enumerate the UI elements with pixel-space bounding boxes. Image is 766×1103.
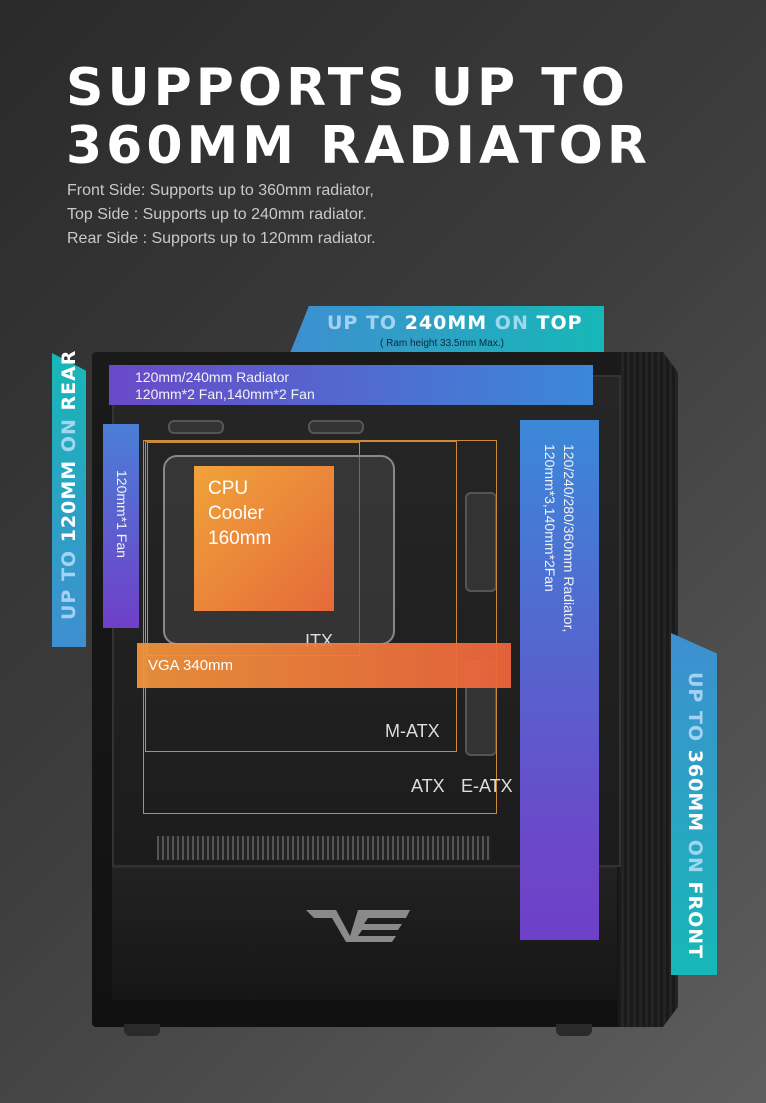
eatx-label: E-ATX [461,776,513,796]
top-radiator-zone [109,365,593,405]
case-foot-left [124,1024,160,1036]
top-capacity-text: UP TO 240MM ON TOP [327,312,583,334]
top-capacity-tag [290,306,604,353]
front-capacity-text: UP TO 360MM ON FRONT [684,672,706,960]
cpu-cooler-block [194,466,334,611]
cable-cutout-upper [465,492,497,592]
matx-board-outline [145,441,457,752]
vga-label: VGA 340mm [148,657,234,674]
description-top: Top Side : Supports up to 240mm radiator… [67,206,367,223]
page-title-line-2: 360MM RADIATOR [66,116,651,176]
front-mesh-panel [618,352,678,1027]
rear-capacity-text: UP TO 120MM ON REAR [58,349,80,620]
front-radiator-zone [520,420,599,940]
cpu-cooler-label-3: 160mm [208,528,272,549]
description-front: Front Side: Supports up to 360mm radiato… [67,182,374,199]
top-cutout-right [308,420,364,434]
description-rear: Rear Side : Supports up to 120mm radiato… [67,230,376,247]
vga-clearance-bar [137,643,511,688]
cpu-cooler-label-2: Cooler [208,503,264,524]
ram-height-note: ( Ram height 33.5mm Max.) [380,338,504,349]
rear-capacity-tag [52,353,86,647]
shroud-vent [157,836,491,860]
case-foot-right [556,1024,592,1036]
top-cutout-left [168,420,224,434]
atx-board-outline [143,440,497,814]
front-radiator-label-2: 120mm*3,140mm*2Fan [542,444,558,592]
page-title-line-1: SUPPORTS UP TO [66,58,629,118]
matx-label: M-ATX [385,721,440,741]
top-radiator-label-2: 120mm*2 Fan,140mm*2 Fan [135,386,315,402]
atx-label: ATX [411,776,445,796]
darkflash-logo-icon [306,910,410,942]
front-capacity-tag [671,633,717,975]
front-radiator-label-1: 120/240/280/360mm Radiator, [561,444,577,633]
rear-fan-zone [103,424,139,628]
cpu-cooler-label-1: CPU [208,478,249,499]
top-radiator-label-1: 120mm/240mm Radiator [135,369,290,385]
rear-fan-label: 120mm*1 Fan [114,470,130,558]
